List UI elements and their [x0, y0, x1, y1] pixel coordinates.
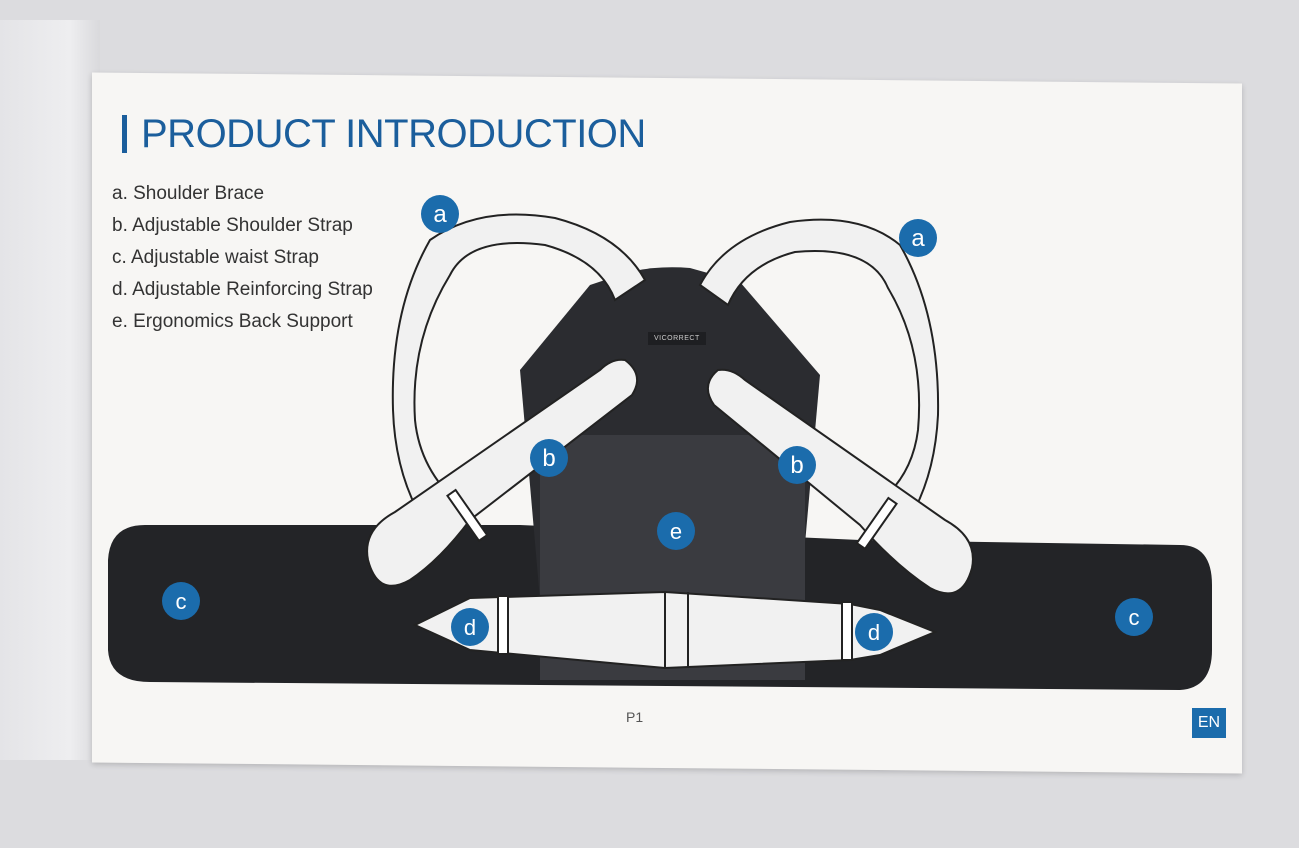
svg-text:a: a — [433, 201, 447, 228]
legend-item-a: a. Shoulder Brace — [112, 183, 265, 204]
shoulder-strap-left — [366, 358, 639, 587]
marker-d-left: d — [451, 608, 489, 646]
marker-c-left: c — [162, 582, 200, 620]
svg-text:b: b — [790, 452, 803, 479]
brand-label: VICORRECT — [648, 332, 706, 345]
svg-text:c: c — [176, 589, 187, 614]
marker-d-right: d — [855, 613, 893, 651]
svg-text:e: e — [670, 519, 682, 544]
svg-text:a: a — [911, 225, 925, 252]
svg-text:c: c — [1129, 605, 1140, 630]
language-badge: EN — [1192, 708, 1226, 738]
marker-c-right: c — [1115, 598, 1153, 636]
page-title: PRODUCT INTRODUCTION — [122, 112, 646, 157]
marker-a-right: a — [899, 219, 937, 257]
shoulder-loop-left — [391, 213, 647, 517]
reinforcing-strap — [412, 590, 938, 670]
legend-item-e: e. Ergonomics Back Support — [112, 311, 353, 332]
marker-a-left: a — [421, 195, 459, 233]
marker-b-right: b — [778, 446, 816, 484]
svg-text:d: d — [868, 620, 880, 645]
title-bar — [122, 115, 127, 153]
legend-item-c: c. Adjustable waist Strap — [112, 247, 319, 268]
shoulder-strap-right — [707, 368, 974, 595]
svg-text:d: d — [464, 615, 476, 640]
svg-text:b: b — [542, 445, 555, 472]
left-page-edge — [0, 20, 100, 760]
legend-item-b: b. Adjustable Shoulder Strap — [112, 215, 353, 236]
marker-e: e — [657, 512, 695, 550]
shoulder-loop-right — [698, 218, 940, 520]
legend-list: a. Shoulder Brace b. Adjustable Shoulder… — [112, 178, 373, 338]
marker-b-left: b — [530, 439, 568, 477]
legend-item-d: d. Adjustable Reinforcing Strap — [112, 279, 373, 300]
page-number: P1 — [626, 709, 644, 725]
title-text: PRODUCT INTRODUCTION — [141, 112, 646, 156]
